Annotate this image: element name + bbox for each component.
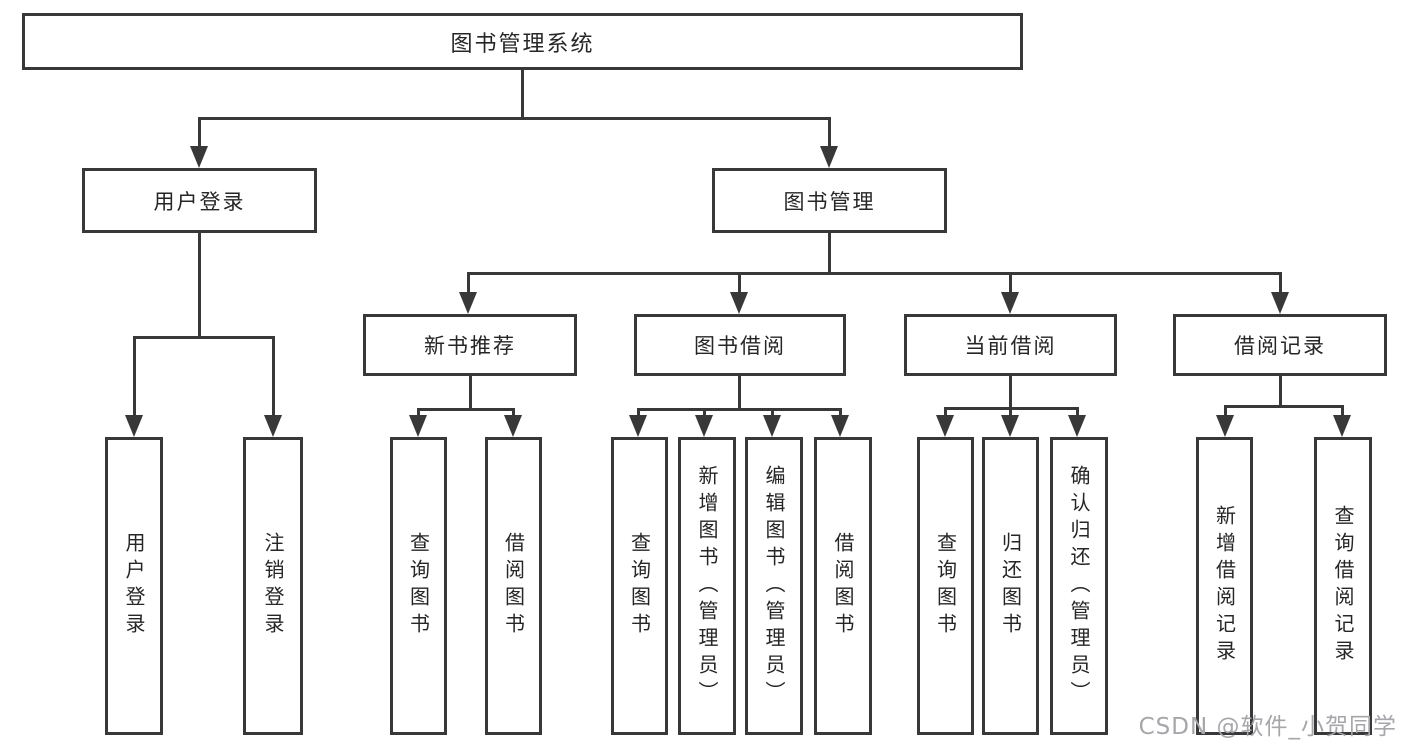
node-current-borrow-label: 当前借阅: [964, 334, 1057, 358]
connector-cb-3-stem: [1076, 407, 1079, 415]
leaf-bb-edit-books-admin-label: 编辑图书（管理员）: [762, 464, 786, 708]
arrow-down-icon: [409, 415, 427, 437]
arrow-down-icon: [1271, 292, 1289, 314]
node-new-book-rec-label: 新书推荐: [424, 334, 516, 358]
connector-br-splitter: [1224, 405, 1344, 408]
node-user-login: 用户登录: [82, 168, 317, 233]
leaf-bb-query-books: 查询图书: [611, 437, 668, 735]
node-user-login-label: 用户登录: [153, 189, 246, 214]
connector-bm-stem: [828, 233, 831, 272]
node-borrow-record: 借阅记录: [1173, 314, 1387, 376]
leaf-bb-add-books-admin-label: 新增图书（管理员）: [695, 464, 719, 708]
connector-bb-3-stem: [771, 408, 774, 415]
connector-bb-stem-top: [738, 272, 741, 292]
connector-bm-splitter: [467, 272, 1282, 275]
connector-bookmgmt-stem: [828, 117, 831, 146]
arrow-down-icon: [1216, 415, 1234, 437]
connector-root-splitter: [198, 117, 831, 120]
connector-cb-stem: [1009, 376, 1012, 407]
leaf-cb-confirm-return-admin: 确认归还（管理员）: [1050, 437, 1108, 735]
leaf-nbr-query-books-label: 查询图书: [406, 532, 431, 640]
node-current-borrow: 当前借阅: [904, 314, 1117, 376]
leaf-br-add-record: 新增借阅记录: [1196, 437, 1253, 735]
leaf-nbr-borrow-books: 借阅图书: [485, 437, 542, 735]
arrow-down-icon: [1001, 292, 1019, 314]
arrow-down-icon: [190, 146, 208, 168]
leaf-bb-edit-books-admin: 编辑图书（管理员）: [745, 437, 803, 735]
leaf-br-add-record-label: 新增借阅记录: [1212, 505, 1237, 667]
leaf-br-query-record-label: 查询借阅记录: [1331, 505, 1355, 667]
node-new-book-rec: 新书推荐: [363, 314, 577, 376]
connector-br-1-stem: [1224, 405, 1227, 415]
leaf-user-login: 用户登录: [105, 437, 163, 735]
leaf-cb-return-books-label: 归还图书: [998, 532, 1023, 640]
leaf-bb-borrow-books-label: 借阅图书: [831, 532, 855, 640]
leaf-logout: 注销登录: [243, 437, 303, 735]
connector-cb-1-stem: [944, 407, 947, 415]
leaf-br-query-record: 查询借阅记录: [1314, 437, 1372, 735]
connector-cb-stem-top: [1009, 272, 1012, 292]
arrow-down-icon: [695, 415, 713, 437]
arrow-down-icon: [820, 146, 838, 168]
arrow-down-icon: [1068, 415, 1086, 437]
csdn-watermark: CSDN @软件_小贺同学: [1138, 714, 1397, 740]
arrow-down-icon: [730, 292, 748, 314]
arrow-down-icon: [459, 292, 477, 314]
arrow-down-icon: [1001, 415, 1019, 437]
arrow-down-icon: [125, 415, 143, 437]
leaf-nbr-query-books: 查询图书: [390, 437, 447, 735]
leaf-user-login-label: 用户登录: [122, 532, 146, 640]
connector-nbr-splitter: [417, 408, 515, 411]
connector-nbr-b-stem: [512, 408, 515, 415]
leaf-cb-query-books-label: 查询图书: [933, 532, 958, 640]
connector-nbr-stem: [469, 376, 472, 408]
leaf-bb-borrow-books: 借阅图书: [814, 437, 872, 735]
node-root-label: 图书管理系统: [450, 31, 595, 57]
leaf-cb-return-books: 归还图书: [982, 437, 1039, 735]
node-book-mgmt: 图书管理: [712, 168, 947, 233]
leaf-cb-query-books: 查询图书: [917, 437, 974, 735]
arrow-down-icon: [264, 415, 282, 437]
connector-bb-4-stem: [839, 408, 842, 415]
connector-cb-2-stem: [1009, 407, 1012, 415]
node-borrow-record-label: 借阅记录: [1234, 334, 1326, 358]
connector-nbr-stem-top: [467, 272, 470, 292]
connector-bb-splitter: [637, 408, 842, 411]
leaf-bb-query-books-label: 查询图书: [627, 532, 652, 640]
connector-nbr-q-stem: [417, 408, 420, 415]
arrow-down-icon: [936, 415, 954, 437]
arrow-down-icon: [504, 415, 522, 437]
connector-br-2-stem: [1341, 405, 1344, 415]
connector-bb-1-stem: [637, 408, 640, 415]
connector-br-stem-top: [1279, 272, 1282, 292]
connector-ul-login-stem: [133, 336, 136, 415]
connector-bb-2-stem: [703, 408, 706, 415]
node-book-borrow-label: 图书借阅: [694, 334, 786, 358]
node-root: 图书管理系统: [22, 13, 1023, 70]
leaf-nbr-borrow-books-label: 借阅图书: [501, 532, 526, 640]
arrow-down-icon: [831, 415, 849, 437]
arrow-down-icon: [629, 415, 647, 437]
leaf-logout-label: 注销登录: [261, 532, 285, 640]
arrow-down-icon: [763, 415, 781, 437]
leaf-bb-add-books-admin: 新增图书（管理员）: [678, 437, 736, 735]
connector-ul-stem: [198, 232, 201, 336]
connector-root-stem: [521, 69, 524, 117]
leaf-cb-confirm-return-admin-label: 确认归还（管理员）: [1067, 464, 1091, 708]
arrow-down-icon: [1333, 415, 1351, 437]
node-book-borrow: 图书借阅: [634, 314, 846, 376]
connector-ul-splitter: [133, 336, 275, 339]
connector-bb-stem: [738, 376, 741, 408]
connector-br-stem: [1279, 376, 1282, 405]
connector-userlogin-stem: [198, 117, 201, 146]
node-book-mgmt-label: 图书管理: [783, 189, 876, 214]
connector-ul-logout-stem: [272, 336, 275, 415]
